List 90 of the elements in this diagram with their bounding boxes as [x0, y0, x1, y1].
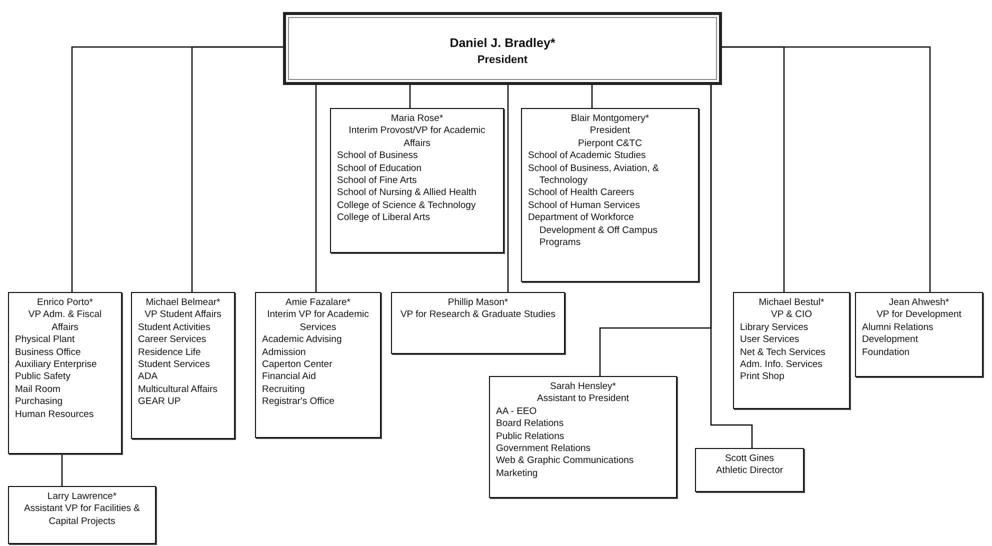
connector-line: [409, 85, 411, 108]
position-title: Interim VP for Academic Services: [266, 309, 370, 334]
org-unit-box: [855, 292, 983, 377]
department-name: School of Fine Arts: [337, 175, 418, 188]
org-unit-box: [695, 448, 804, 492]
department-name: Alumni Relations: [862, 322, 934, 334]
department-name: ADA: [138, 371, 159, 384]
department-name: Mail Room: [15, 384, 62, 396]
department-name: College of Science & Technology: [337, 200, 477, 212]
department-name: Student Services: [138, 359, 211, 372]
person-name: Scott Gines: [724, 453, 776, 466]
department-name: Web & Graphic Communications: [496, 455, 635, 468]
person-name: Amie Fazalare*: [284, 297, 352, 310]
department-name: Student Activities: [138, 322, 212, 334]
department-name: School of Academic Studies: [528, 150, 647, 163]
connector-line: [507, 85, 509, 292]
department-name: College of Liberal Arts: [337, 212, 431, 225]
org-unit-box: [521, 108, 699, 282]
department-name: User Services: [740, 334, 800, 347]
department-name: Foundation: [862, 346, 911, 360]
department-name: Print Shop: [740, 371, 786, 384]
position-title: Assistant to President: [536, 393, 630, 406]
position-title: VP Adm. & Fiscal Affairs: [27, 309, 103, 334]
connector-line: [61, 454, 63, 486]
connector-line: [315, 85, 317, 292]
department-name: Development: [862, 334, 919, 347]
position-title: VP & CIO: [770, 309, 813, 322]
org-unit-box: [489, 376, 677, 498]
department-name: Physical Plant: [15, 334, 76, 347]
department-name: Registrar's Office: [262, 396, 336, 409]
department-name: Admission: [262, 346, 307, 360]
person-name: Larry Lawrence*: [46, 491, 118, 504]
person-name: Enrico Porto*: [36, 297, 94, 310]
person-name: Michael Bestul*: [758, 297, 826, 310]
position-title: President: [476, 53, 529, 68]
department-name: School of Health Careers: [528, 187, 636, 200]
department-name: Library Services: [740, 322, 810, 334]
department-name: School of Education: [337, 162, 423, 176]
org-unit-box: [733, 292, 850, 409]
position-title: Assistant VP for Facilities & Capital Projects: [23, 503, 141, 528]
person-name: Maria Rose*: [390, 113, 444, 126]
department-name: Net & Tech Services: [740, 346, 826, 360]
department-name: School of Business: [337, 150, 419, 163]
org-unit-box: [8, 486, 156, 544]
position-title: Athletic Director: [714, 465, 784, 478]
position-title: VP Student Affairs: [144, 309, 222, 322]
department-name: Academic Advising: [262, 334, 343, 347]
connector-line: [191, 46, 283, 292]
connector-line: [722, 46, 931, 292]
department-name: School of Nursing & Allied Health: [337, 187, 478, 200]
president-box: [283, 12, 722, 85]
person-name: Jean Ahwesh*: [888, 297, 950, 310]
department-name: Multicultural Affairs: [138, 384, 219, 396]
position-title: VP for Development: [876, 309, 962, 322]
department-name: School of Business, Aviation, & Technology: [528, 162, 660, 188]
connector-line: [591, 85, 593, 108]
org-unit-box: [330, 108, 504, 253]
connector-line: [710, 85, 753, 448]
department-name: GEAR UP: [138, 396, 182, 409]
department-name: Recruiting: [262, 384, 306, 396]
person-name: Michael Belmear*: [144, 297, 222, 310]
department-name: AA - EEO: [496, 406, 538, 418]
department-name: Adm. Info. Services: [740, 359, 824, 372]
department-name: Residence Life: [138, 346, 202, 360]
org-unit-box: [8, 292, 122, 454]
person-name: Phillip Mason*: [446, 297, 510, 310]
department-name: Public Safety: [15, 371, 72, 384]
department-name: Purchasing: [15, 396, 64, 409]
person-name: Blair Montgomery*: [570, 113, 650, 126]
department-name: Marketing: [496, 468, 539, 480]
position-title: President: [588, 125, 632, 138]
department-name: Auxiliary Enterprise: [15, 359, 98, 372]
person-name: Sarah Hensley*: [548, 381, 617, 394]
position-title: VP for Research & Graduate Studies: [399, 309, 557, 322]
department-name: Board Relations: [496, 418, 565, 431]
department-name: Business Office: [15, 346, 82, 360]
person-name: Daniel J. Bradley*: [448, 35, 556, 52]
position-title: Interim Provost/VP for Academic Affairs: [348, 125, 486, 150]
department-name: School of Human Services: [528, 200, 641, 212]
department-name: Department of Workforce Development & Off Campus Programs: [528, 212, 658, 250]
department-name: Caperton Center: [262, 359, 334, 372]
department-name: Financial Aid: [262, 371, 317, 384]
org-unit-box: [131, 292, 235, 439]
org-unit-box: [255, 292, 381, 438]
department-name: Public Relations: [496, 430, 566, 444]
department-name: Human Resources: [15, 408, 95, 422]
org-unit-box: [391, 292, 565, 354]
department-name: Government Relations: [496, 443, 592, 456]
position-title: Pierpont C&TC: [577, 138, 643, 150]
department-name: Career Services: [138, 334, 208, 347]
